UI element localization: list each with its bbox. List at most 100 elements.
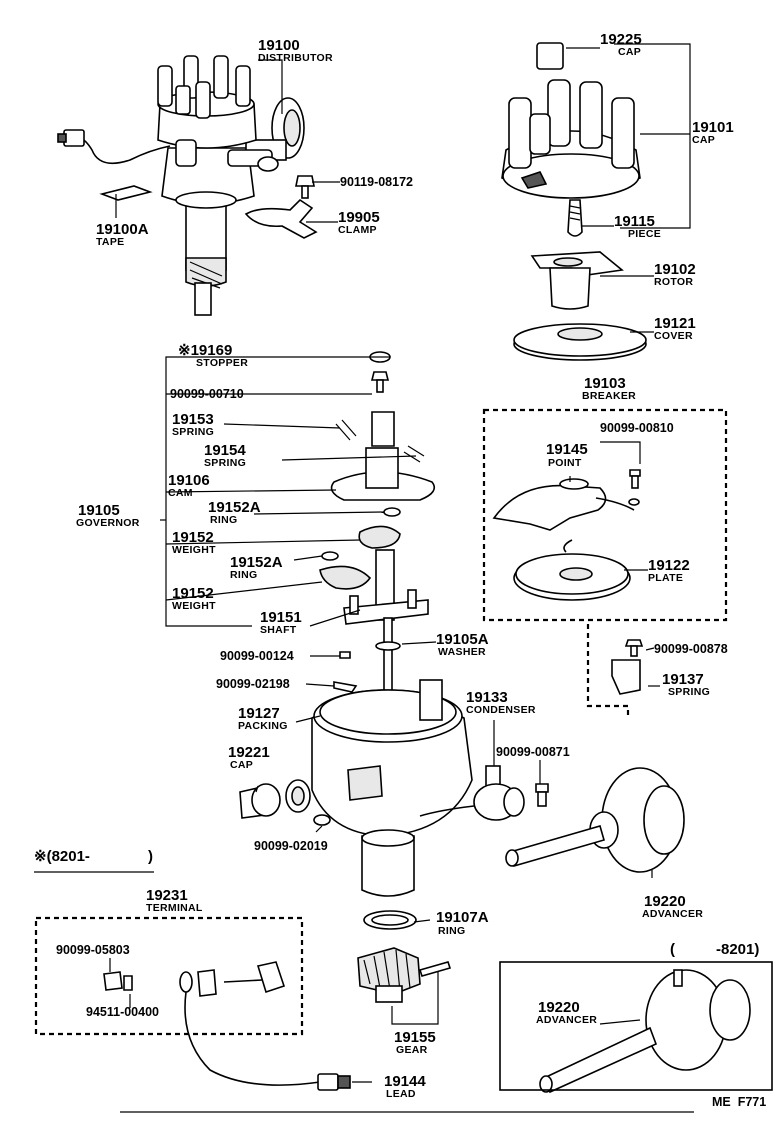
label-ring-152a-2-number: 19152A <box>230 554 283 571</box>
terminal-parts-illustration <box>103 961 351 1091</box>
breaker-illustration <box>492 469 641 601</box>
inset-advancer-frame <box>499 961 773 1091</box>
label-breaker-number: 19103 <box>584 375 626 392</box>
label-clamp-number: 19905 <box>338 209 380 226</box>
label-weight-1-number: 19152 <box>172 529 214 546</box>
housing-illustration <box>311 617 473 897</box>
labels: 19100 DISTRIBUTOR 19100A TAPE 90119-0817… <box>34 31 766 1109</box>
label-shaft-name: SHAFT <box>260 624 297 636</box>
label-weight-2-name: WEIGHT <box>172 600 216 612</box>
label-side-cap-name: CAP <box>230 759 253 771</box>
label-tape-name: TAPE <box>96 236 124 248</box>
label-distributor-name: DISTRIBUTOR <box>258 52 333 64</box>
distributor-illustration <box>57 55 305 316</box>
label-piece-name: PIECE <box>628 228 661 240</box>
label-weight-1-name: WEIGHT <box>172 544 216 556</box>
label-cam-name: CAM <box>168 487 193 499</box>
governor-illustration <box>319 351 436 625</box>
label-washer-number: 19105A <box>436 631 489 648</box>
label-terminal-number: 19231 <box>146 887 188 904</box>
cover-illustration <box>513 323 647 361</box>
figure-code: ME F771 <box>712 1095 766 1109</box>
label-ring-152a-1-name: RING <box>210 514 237 526</box>
inset-advancer-illustration <box>539 969 751 1094</box>
label-screw-00710: 90099-00710 <box>170 387 244 401</box>
label-point-number: 19145 <box>546 441 588 458</box>
label-spring-137-number: 19137 <box>662 671 704 688</box>
leader-lines <box>34 43 694 1113</box>
label-packing-number: 19127 <box>238 705 280 722</box>
label-point-name: POINT <box>548 457 582 469</box>
label-ring-107a-name: RING <box>438 925 465 937</box>
label-breaker-name: BREAKER <box>582 390 636 402</box>
label-terminal-name: TERMINAL <box>146 902 203 914</box>
label-cover-name: COVER <box>654 330 693 342</box>
label-clip-02198: 90099-02198 <box>216 677 290 691</box>
label-washer-00400: 94511-00400 <box>86 1005 159 1019</box>
label-plate-number: 19122 <box>648 557 690 574</box>
label-ring-107a-number: 19107A <box>436 909 489 926</box>
label-condenser-number: 19133 <box>466 689 508 706</box>
label-spring-153-number: 19153 <box>172 411 214 428</box>
label-governor-number: 19105 <box>78 502 120 519</box>
label-inset-advancer-number: 19220 <box>538 999 580 1016</box>
label-nut-05803: 90099-05803 <box>56 943 130 957</box>
label-washer-name: WASHER <box>438 646 486 658</box>
label-inset-advancer-name: ADVANCER <box>536 1014 597 1026</box>
label-screw-00810: 90099-00810 <box>600 421 674 435</box>
label-piece-number: 19115 <box>614 213 655 230</box>
label-screw-00124: 90099-00124 <box>220 649 294 663</box>
label-spring-153-name: SPRING <box>172 426 214 438</box>
note-date-to-open: ( <box>670 941 675 958</box>
label-side-cap-number: 19221 <box>228 744 270 761</box>
label-screw-00878: 90099-00878 <box>654 642 728 656</box>
label-advancer-name: ADVANCER <box>642 908 703 920</box>
label-governor-name: GOVERNOR <box>76 517 140 529</box>
label-spring-154-number: 19154 <box>204 442 246 459</box>
tape-illustration <box>99 185 153 201</box>
label-weight-2-number: 19152 <box>172 585 214 602</box>
spring-clip-illustration <box>611 639 644 695</box>
terminal-group-outline <box>34 916 304 1036</box>
label-ring-152a-1-number: 19152A <box>208 499 261 516</box>
spring-clip-outline <box>586 624 630 718</box>
label-lead-name: LEAD <box>386 1088 416 1100</box>
label-washer-02019: 90099-02019 <box>254 839 328 853</box>
label-rotor-name: ROTOR <box>654 276 693 288</box>
label-stopper-name: STOPPER <box>196 357 248 369</box>
label-ring-152a-2-name: RING <box>230 569 257 581</box>
label-cap-main-number: 19101 <box>692 119 734 136</box>
clamp-illustration <box>244 198 318 239</box>
label-lead-number: 19144 <box>384 1073 426 1090</box>
advancer-illustration <box>505 767 685 873</box>
washer-illustration <box>313 814 331 826</box>
label-cover-number: 19121 <box>654 315 696 332</box>
note-date-from: ※(8201- <box>34 848 90 865</box>
rotor-illustration <box>530 251 624 310</box>
label-shaft-number: 19151 <box>260 609 302 626</box>
note-date-to-code: -8201) <box>716 941 759 958</box>
label-cap-main-name: CAP <box>692 134 715 146</box>
label-tape-number: 19100A <box>96 221 149 238</box>
label-spring-154-name: SPRING <box>204 457 246 469</box>
label-distributor-number: 19100 <box>258 37 300 54</box>
breaker-group-outline <box>482 408 728 622</box>
label-packing-name: PACKING <box>238 720 288 732</box>
label-advancer-number: 19220 <box>644 893 686 910</box>
label-screw-00871: 90099-00871 <box>496 745 570 759</box>
note-date-from-close: ) <box>148 848 153 865</box>
gear-illustration <box>357 947 452 1003</box>
cap-illustration <box>501 42 641 237</box>
label-stopper-number: ※19169 <box>178 342 232 359</box>
bolt-illustration <box>295 175 315 199</box>
label-rotor-number: 19102 <box>654 261 696 278</box>
condenser-illustration <box>419 765 549 821</box>
label-bolt-number: 90119-08172 <box>340 175 413 189</box>
side-cap-illustration <box>239 779 311 819</box>
label-cam-number: 19106 <box>168 472 210 489</box>
label-clamp-name: CLAMP <box>338 224 377 236</box>
label-gear-name: GEAR <box>396 1044 428 1056</box>
label-cap-top-number: 19225 <box>600 31 642 48</box>
label-spring-137-name: SPRING <box>668 686 710 698</box>
